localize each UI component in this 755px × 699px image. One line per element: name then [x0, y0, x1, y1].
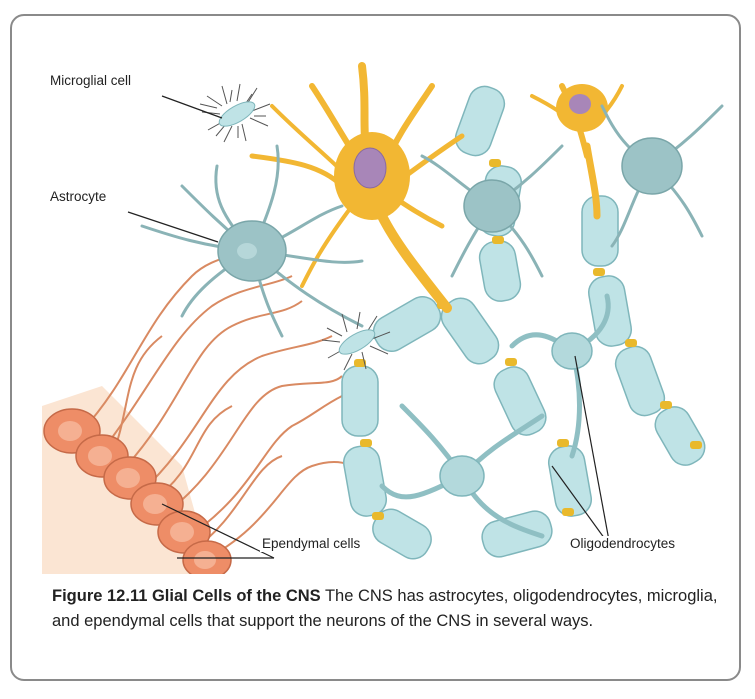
astrocyte-body	[621, 137, 683, 195]
myelin-sheaths	[341, 85, 706, 560]
figure-caption-text: The CNS has astrocytes, oligodendrocytes…	[52, 587, 718, 630]
label-oligodendrocytes: Oligodendrocytes	[568, 536, 678, 552]
callout-lines	[127, 95, 611, 559]
neuron-nucleus	[353, 147, 387, 189]
label-ependymal-cells: Ependymal cells	[260, 536, 363, 552]
oligodendrocyte-body	[551, 332, 593, 370]
oligodendrocyte-body	[439, 455, 485, 497]
figure-title: Figure 12.11 Glial Cells of the CNS	[52, 587, 321, 605]
neuron-nucleus	[569, 94, 591, 114]
glial-cells-illustration	[42, 46, 737, 574]
glial-cells-diagram	[42, 62, 724, 574]
label-astrocyte: Astrocyte	[48, 189, 109, 205]
label-microglial-cell: Microglial cell	[48, 73, 134, 89]
microglial-cell	[321, 311, 391, 371]
figure-caption: Figure 12.11 Glial Cells of the CNS The …	[52, 584, 722, 634]
figure-frame: Microglial cell Astrocyte Ependymal cell…	[10, 14, 741, 681]
microglial-cell	[199, 83, 271, 143]
astrocyte-body	[463, 179, 521, 233]
